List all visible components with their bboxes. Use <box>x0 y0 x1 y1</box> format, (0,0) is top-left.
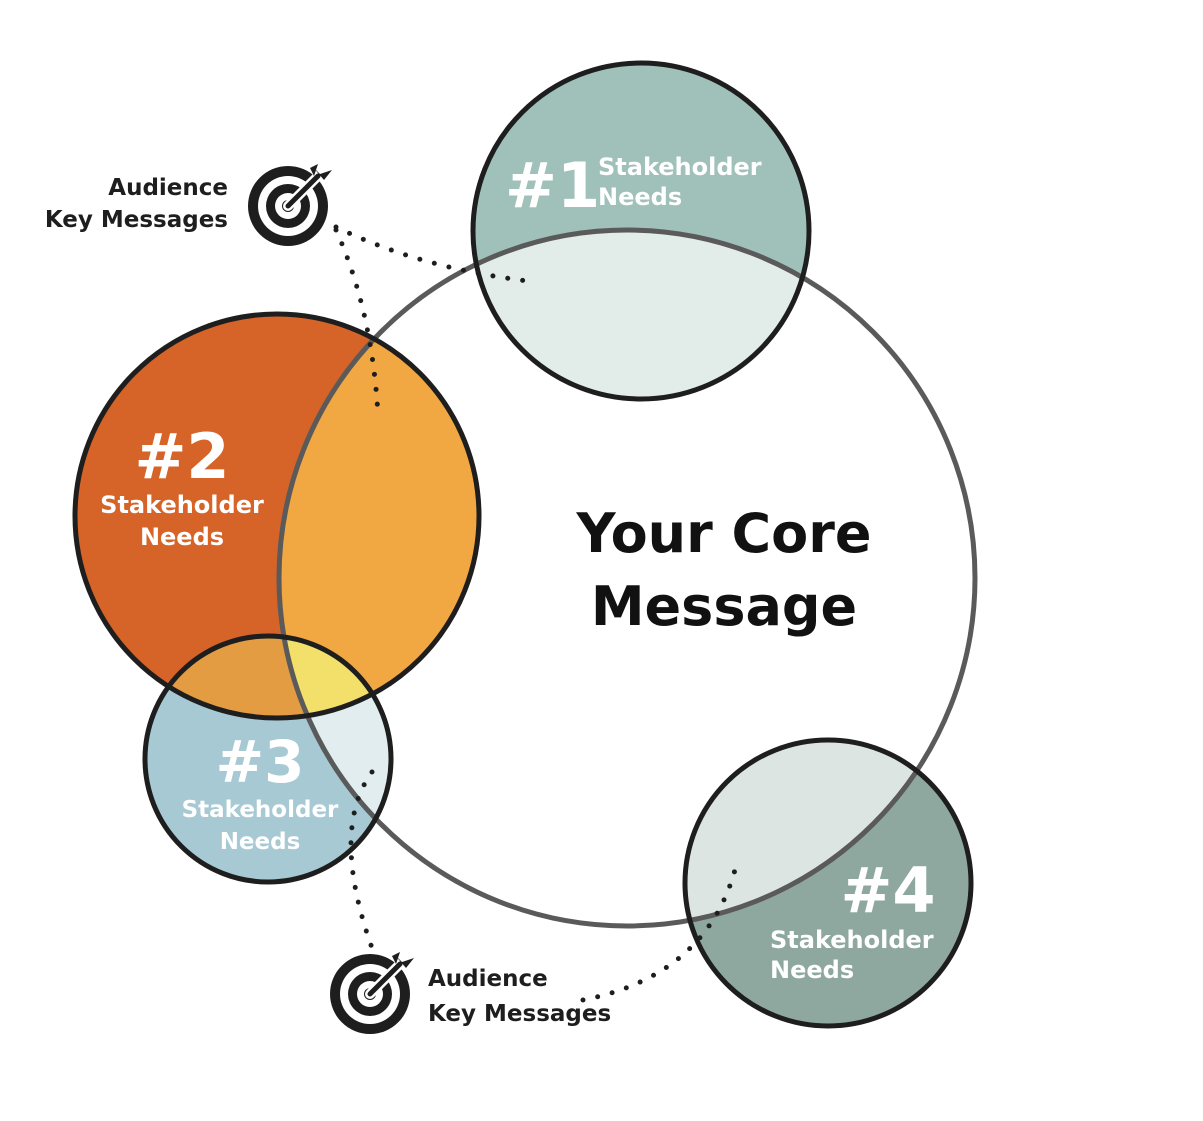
stakeholder-1-label-line2: Needs <box>598 183 682 211</box>
overlap-core-2 <box>279 314 479 718</box>
stakeholder-3-label-line1: Stakeholder <box>182 797 339 823</box>
audience-top-line1: Audience <box>108 175 228 201</box>
stakeholder-2-label-line2: Needs <box>140 523 224 551</box>
stakeholder-4-outline <box>682 737 974 1029</box>
audience-bottom-line1: Audience <box>428 966 548 992</box>
stakeholder-3-outline <box>142 633 394 885</box>
core-message-line1: Your Core <box>575 502 871 565</box>
stakeholder-2-label-line1: Stakeholder <box>100 491 264 519</box>
target-icon <box>248 164 332 246</box>
core-message-line2: Message <box>591 575 857 638</box>
overlap-core-2-3 <box>279 636 391 718</box>
stakeholder-4-label-line1: Stakeholder <box>770 926 934 954</box>
stakeholder-1-label-line1: Stakeholder <box>598 153 762 181</box>
connector-top-to-2 <box>333 227 381 418</box>
stakeholder-2-3-overlaps <box>145 636 391 718</box>
stakeholder-2-number: #2 <box>134 420 229 493</box>
connector-bottom-to-3 <box>348 769 375 951</box>
audience-bottom-line2: Key Messages <box>428 1001 611 1027</box>
stakeholder-4-label-line2: Needs <box>770 956 854 984</box>
core-circle-outline <box>276 227 978 929</box>
stakeholder-4-number: #4 <box>840 854 935 927</box>
target-icon <box>330 952 414 1034</box>
dotted-connectors <box>333 224 740 1003</box>
connector-bottom-to-4 <box>580 859 740 1003</box>
stakeholder-1-number: #1 <box>505 149 600 222</box>
stakeholder-1-outline <box>470 60 812 402</box>
stakeholder-3-label-line2: Needs <box>220 829 301 855</box>
audience-top-line2: Key Messages <box>45 207 228 233</box>
stakeholder-3-number: #3 <box>216 728 305 796</box>
stakeholder-2-outline <box>72 311 482 721</box>
